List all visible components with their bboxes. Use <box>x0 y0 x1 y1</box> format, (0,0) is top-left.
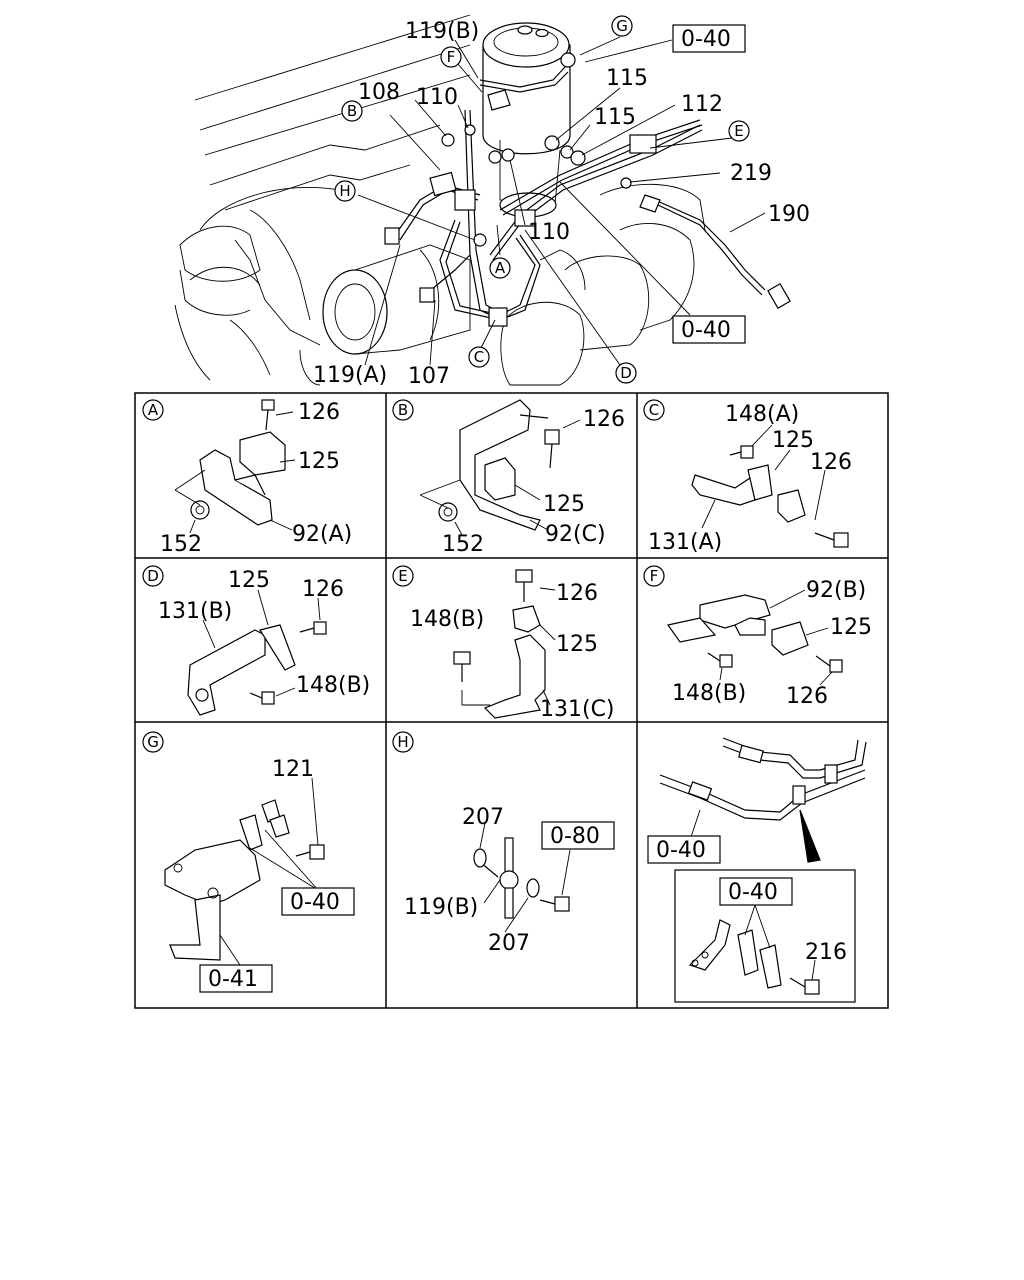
panel-pipe-ref-box-outer <box>647 835 721 864</box>
callout-c: C <box>474 348 484 366</box>
main-leader-lines <box>357 36 766 366</box>
label-112: 112 <box>681 92 723 117</box>
panel-d-label-148b: 148(B) <box>296 673 370 698</box>
callout-g: G <box>616 17 628 35</box>
callout-d: D <box>620 364 632 382</box>
panel-g-label-121: 121 <box>272 757 314 782</box>
detail-panel-d: D 125 126 131(B) 148(B) <box>142 565 370 716</box>
ref-label-mid: 0-40 <box>681 318 731 343</box>
panel-d-label-125: 125 <box>228 568 270 593</box>
panel-a-label-92a: 92(A) <box>292 522 352 547</box>
panel-h-ref-80: 0-80 <box>550 824 600 849</box>
panel-a-label-126: 126 <box>298 400 340 425</box>
detail-panel-c: C 148(A) 125 126 131(A) <box>643 399 852 555</box>
label-107: 107 <box>408 364 450 389</box>
detail-panel-e: E 126 148(B) 125 131(C) <box>392 565 615 722</box>
label-190: 190 <box>768 202 810 227</box>
panel-b-label-92c: 92(C) <box>545 522 606 547</box>
callout-b: B <box>347 102 357 120</box>
label-110-upper: 110 <box>416 85 458 110</box>
main-assembly-drawing <box>174 14 791 386</box>
panel-e-label-131c: 131(C) <box>540 697 615 722</box>
panel-h-ref-box-80 <box>541 821 615 850</box>
panel-g-ref-box-40 <box>281 887 355 916</box>
panel-c-label-125: 125 <box>772 428 814 453</box>
detail-panel-b: B 126 125 152 92(C) <box>392 399 625 557</box>
panel-pipe-inset <box>674 869 856 1003</box>
panel-c-letter: C <box>649 401 659 419</box>
panel-c-label-148a: 148(A) <box>725 402 799 427</box>
panel-f-label-126: 126 <box>786 684 828 709</box>
detail-panel-g: G 121 0-40 0-41 <box>142 731 355 993</box>
panel-pipe-ref-box-inner <box>719 877 793 906</box>
panel-h-label-119b: 119(B) <box>404 895 478 920</box>
detail-panel-pipe-clip: 0-40 0-40 216 <box>647 737 867 1003</box>
label-119a: 119(A) <box>313 363 387 388</box>
panel-h-letter: H <box>397 733 408 751</box>
label-108: 108 <box>358 80 400 105</box>
ref-box-mid <box>672 315 746 344</box>
label-115-lower: 115 <box>594 105 636 130</box>
panel-pipe-ref-40-inner: 0-40 <box>728 880 778 905</box>
panel-g-letter: G <box>147 733 159 751</box>
main-part-labels: 119(B) 108 110 115 115 112 219 190 110 1… <box>313 19 810 389</box>
panel-f-label-92b: 92(B) <box>806 578 866 603</box>
panel-f-letter: F <box>650 567 659 585</box>
panel-pipe-ref-40-outer: 0-40 <box>656 838 706 863</box>
panel-c-label-131a: 131(A) <box>648 530 722 555</box>
label-119b: 119(B) <box>405 19 479 44</box>
panel-b-label-125: 125 <box>543 492 585 517</box>
panel-c-label-126: 126 <box>810 450 852 475</box>
main-callouts: G F B E H A C D <box>334 15 750 384</box>
panel-b-label-152: 152 <box>442 532 484 557</box>
callout-a: A <box>495 259 506 277</box>
panel-e-letter: E <box>398 567 407 585</box>
detail-panel-f: F 92(B) 125 148(B) 126 <box>643 565 872 709</box>
panel-f-label-148b: 148(B) <box>672 681 746 706</box>
panel-h-label-207-upper: 207 <box>462 805 504 830</box>
panel-a-letter: A <box>148 401 159 419</box>
detail-panel-a: A 126 125 152 92(A) <box>142 399 352 557</box>
panel-g-ref-41: 0-41 <box>208 967 258 992</box>
panel-b-letter: B <box>398 401 408 419</box>
callout-h: H <box>339 182 350 200</box>
callout-e: E <box>734 122 743 140</box>
panel-e-label-126: 126 <box>556 581 598 606</box>
detail-panel-h: H 207 0-80 119(B) 207 <box>392 731 615 956</box>
panel-g-ref-40: 0-40 <box>290 890 340 915</box>
label-115-upper: 115 <box>606 66 648 91</box>
panel-b-label-126: 126 <box>583 407 625 432</box>
panel-a-label-125: 125 <box>298 449 340 474</box>
panel-d-label-126: 126 <box>302 577 344 602</box>
panel-d-label-131b: 131(B) <box>158 599 232 624</box>
panel-e-label-148b: 148(B) <box>410 607 484 632</box>
ref-box-top <box>672 24 746 53</box>
panel-a-label-152: 152 <box>160 532 202 557</box>
panel-h-label-207-lower: 207 <box>488 931 530 956</box>
panel-d-letter: D <box>147 567 159 585</box>
callout-f: F <box>447 48 456 66</box>
ref-label-top: 0-40 <box>681 27 731 52</box>
panel-g-ref-box-41 <box>199 964 273 993</box>
detail-grid <box>134 392 889 1009</box>
label-110-lower: 110 <box>528 220 570 245</box>
label-219: 219 <box>730 161 772 186</box>
panel-f-label-125: 125 <box>830 615 872 640</box>
panel-pipe-label-216: 216 <box>805 940 847 965</box>
panel-e-label-125: 125 <box>556 632 598 657</box>
